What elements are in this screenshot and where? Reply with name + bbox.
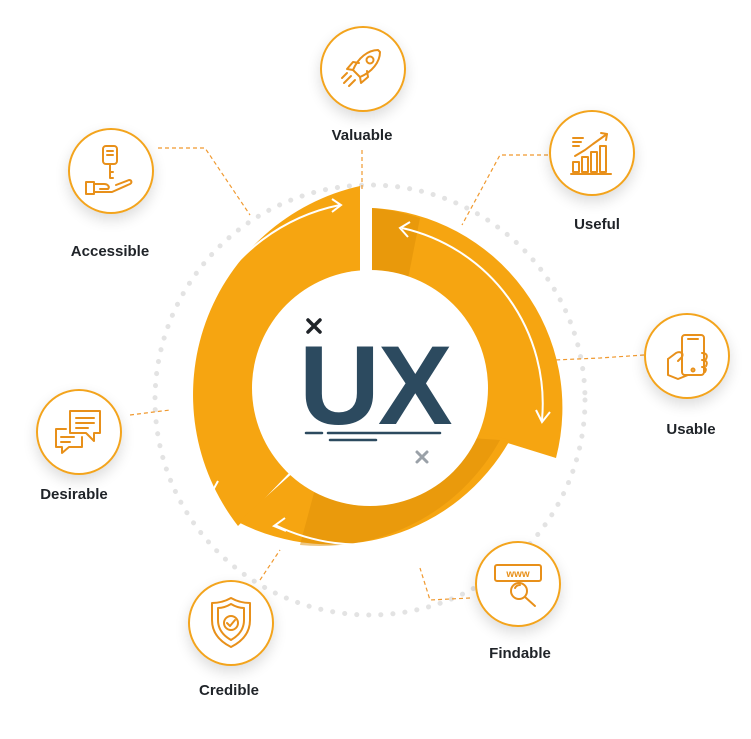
chat-bubbles-icon: [55, 410, 101, 454]
ring-segment-bottom: [238, 432, 510, 545]
connector-desirable: [129, 409, 171, 416]
node-findable[interactable]: www: [475, 541, 561, 627]
label-findable: Findable: [489, 645, 551, 662]
connector-useful: [461, 154, 548, 226]
arrow-left: [184, 204, 341, 491]
node-desirable[interactable]: [36, 389, 122, 475]
node-credible[interactable]: [188, 580, 274, 666]
hand-phone-icon: [667, 334, 708, 380]
node-useful[interactable]: [549, 110, 635, 196]
center-title: UX: [299, 323, 453, 448]
dotted-orbit: [152, 182, 588, 618]
flow-arrows: [184, 198, 551, 546]
rocket-icon: [341, 49, 381, 87]
label-credible: Credible: [198, 682, 260, 699]
ring-segment-left: [193, 186, 360, 526]
web-search-icon: www: [494, 564, 542, 607]
node-valuable[interactable]: [320, 26, 406, 112]
label-desirable: Desirable: [40, 486, 108, 503]
label-accessible: Accessible: [70, 243, 150, 260]
cross-mark-gray: [415, 450, 429, 464]
cross-mark-dark: [306, 318, 322, 334]
arrow-right: [401, 227, 544, 421]
growth-chart-icon: [570, 132, 612, 175]
key-hand-icon: [85, 145, 133, 195]
arrow-bottom: [274, 477, 509, 546]
connector-accessible: [158, 147, 251, 216]
connector-usable: [554, 354, 645, 361]
svg-text:www: www: [505, 569, 530, 580]
node-usable[interactable]: [644, 313, 730, 399]
label-useful: Useful: [574, 216, 620, 233]
shield-check-icon: [211, 597, 251, 648]
label-usable: Usable: [666, 421, 716, 438]
label-valuable: Valuable: [331, 127, 393, 144]
ux-underline: [304, 431, 442, 442]
connector-lines: [129, 147, 645, 601]
cross-marks: [306, 318, 429, 464]
node-accessible[interactable]: [68, 128, 154, 214]
connector-credible: [259, 549, 281, 581]
